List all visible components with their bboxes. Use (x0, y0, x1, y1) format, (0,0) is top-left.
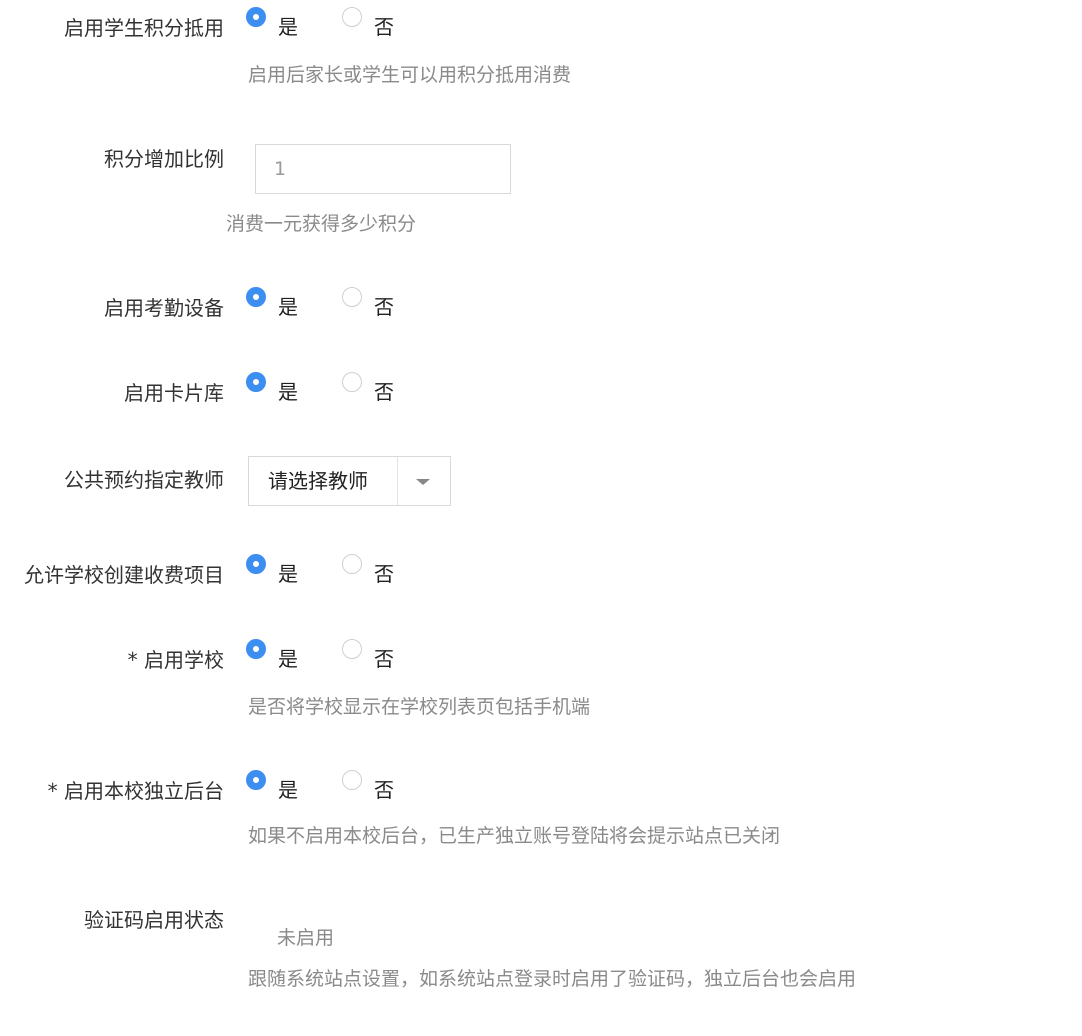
teacher-select-value: 请选择教师 (268, 469, 368, 493)
enable-school-hint: 是否将学校显示在学校列表页包括手机端 (248, 696, 591, 718)
allow-fee-items-no-label[interactable]: 否 (374, 562, 394, 586)
card-library-no-label[interactable]: 否 (374, 380, 394, 404)
enable-school-yes-radio[interactable] (246, 639, 266, 659)
allow-fee-items-label: 允许学校创建收费项目 (24, 563, 224, 587)
independent-backend-no-radio[interactable] (342, 770, 362, 790)
independent-backend-yes-radio[interactable] (246, 770, 266, 790)
points-deduction-yes-radio[interactable] (246, 7, 266, 27)
points-deduction-yes-label[interactable]: 是 (278, 15, 298, 39)
enable-school-no-label[interactable]: 否 (374, 647, 394, 671)
points-deduction-hint: 启用后家长或学生可以用积分抵用消费 (248, 64, 572, 86)
card-library-label: 启用卡片库 (124, 381, 224, 405)
enable-school-yes-label[interactable]: 是 (278, 647, 298, 671)
attendance-device-yes-label[interactable]: 是 (278, 295, 298, 319)
captcha-status-hint: 跟随系统站点设置，如系统站点登录时启用了验证码，独立后台也会启用 (248, 968, 857, 990)
card-library-no-radio[interactable] (342, 372, 362, 392)
card-library-yes-radio[interactable] (246, 372, 266, 392)
independent-backend-hint: 如果不启用本校后台，已生产独立账号登陆将会提示站点已关闭 (248, 825, 781, 847)
points-ratio-hint: 消费一元获得多少积分 (226, 213, 417, 235)
attendance-device-yes-radio[interactable] (246, 287, 266, 307)
enable-school-no-radio[interactable] (342, 639, 362, 659)
allow-fee-items-no-radio[interactable] (342, 554, 362, 574)
teacher-select[interactable]: 请选择教师 (248, 456, 451, 506)
attendance-device-no-radio[interactable] (342, 287, 362, 307)
attendance-device-no-label[interactable]: 否 (374, 295, 394, 319)
allow-fee-items-yes-label[interactable]: 是 (278, 562, 298, 586)
points-ratio-input[interactable] (255, 144, 511, 194)
card-library-yes-label[interactable]: 是 (278, 380, 298, 404)
independent-backend-yes-label[interactable]: 是 (278, 778, 298, 802)
points-ratio-label: 积分增加比例 (104, 147, 224, 171)
caret-down-icon[interactable] (416, 479, 430, 485)
public-booking-teacher-label: 公共预约指定教师 (64, 468, 224, 492)
enable-school-label: * 启用学校 (127, 648, 224, 672)
points-deduction-no-radio[interactable] (342, 7, 362, 27)
points-deduction-no-label[interactable]: 否 (374, 15, 394, 39)
independent-backend-no-label[interactable]: 否 (374, 778, 394, 802)
captcha-status-label: 验证码启用状态 (84, 908, 224, 932)
captcha-status-value: 未启用 (277, 927, 335, 949)
independent-backend-label: * 启用本校独立后台 (47, 779, 224, 803)
allow-fee-items-yes-radio[interactable] (246, 554, 266, 574)
points-deduction-label: 启用学生积分抵用 (64, 16, 224, 40)
teacher-select-divider (397, 457, 398, 505)
attendance-device-label: 启用考勤设备 (104, 296, 224, 320)
